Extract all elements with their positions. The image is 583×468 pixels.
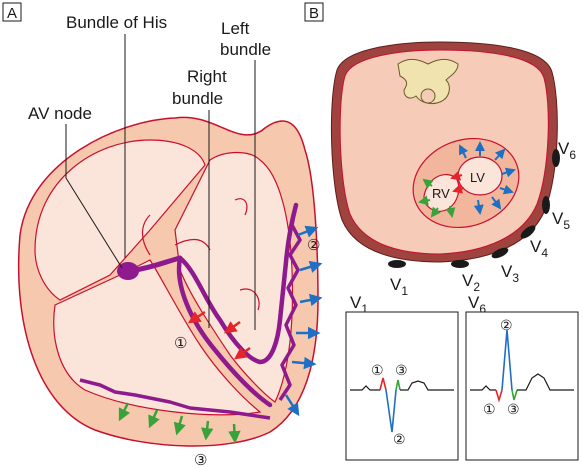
ecg-v6-mark-1: ① <box>483 401 496 417</box>
label-step-1: ① <box>174 335 187 352</box>
panel-a: A Bundle of His Left bundle Right bundle <box>3 3 320 468</box>
ecg-v6-box <box>466 312 578 460</box>
panel-b: B LV RV <box>305 3 576 298</box>
label-right-bundle-1: Right <box>187 67 227 86</box>
spinal-canal <box>421 89 435 103</box>
label-lv: LV <box>470 170 485 185</box>
label-left-bundle-1: Left <box>221 19 250 38</box>
ecg-v1: V1 ① ③ ② <box>346 293 458 460</box>
ecg-v1-mark-2: ② <box>393 431 406 447</box>
ecg-v6: V6 ② ① ③ <box>466 293 578 460</box>
label-v4: V4 <box>530 237 548 260</box>
label-step-3: ③ <box>194 452 207 468</box>
label-v3: V3 <box>501 262 519 285</box>
label-left-bundle-2: bundle <box>220 40 271 59</box>
label-v5: V5 <box>552 209 570 232</box>
panel-b-tag: B <box>309 5 319 22</box>
label-v6: V6 <box>558 139 576 162</box>
label-right-bundle-2: bundle <box>172 89 223 108</box>
label-bundle-of-his: Bundle of His <box>66 13 167 32</box>
label-v1: V1 <box>390 275 408 298</box>
arrow-green-5 <box>234 424 235 441</box>
ecg-v6-mark-3: ③ <box>507 401 520 417</box>
label-step-2: ② <box>307 237 320 254</box>
panel-a-tag: A <box>7 5 17 22</box>
ecg-v1-mark-1: ① <box>371 362 384 378</box>
label-av-node: AV node <box>28 104 92 123</box>
ecg-v1-mark-3: ③ <box>395 362 408 378</box>
label-rv: RV <box>432 186 450 201</box>
label-v2: V2 <box>462 271 480 294</box>
ecg-v6-mark-2: ② <box>500 317 513 333</box>
